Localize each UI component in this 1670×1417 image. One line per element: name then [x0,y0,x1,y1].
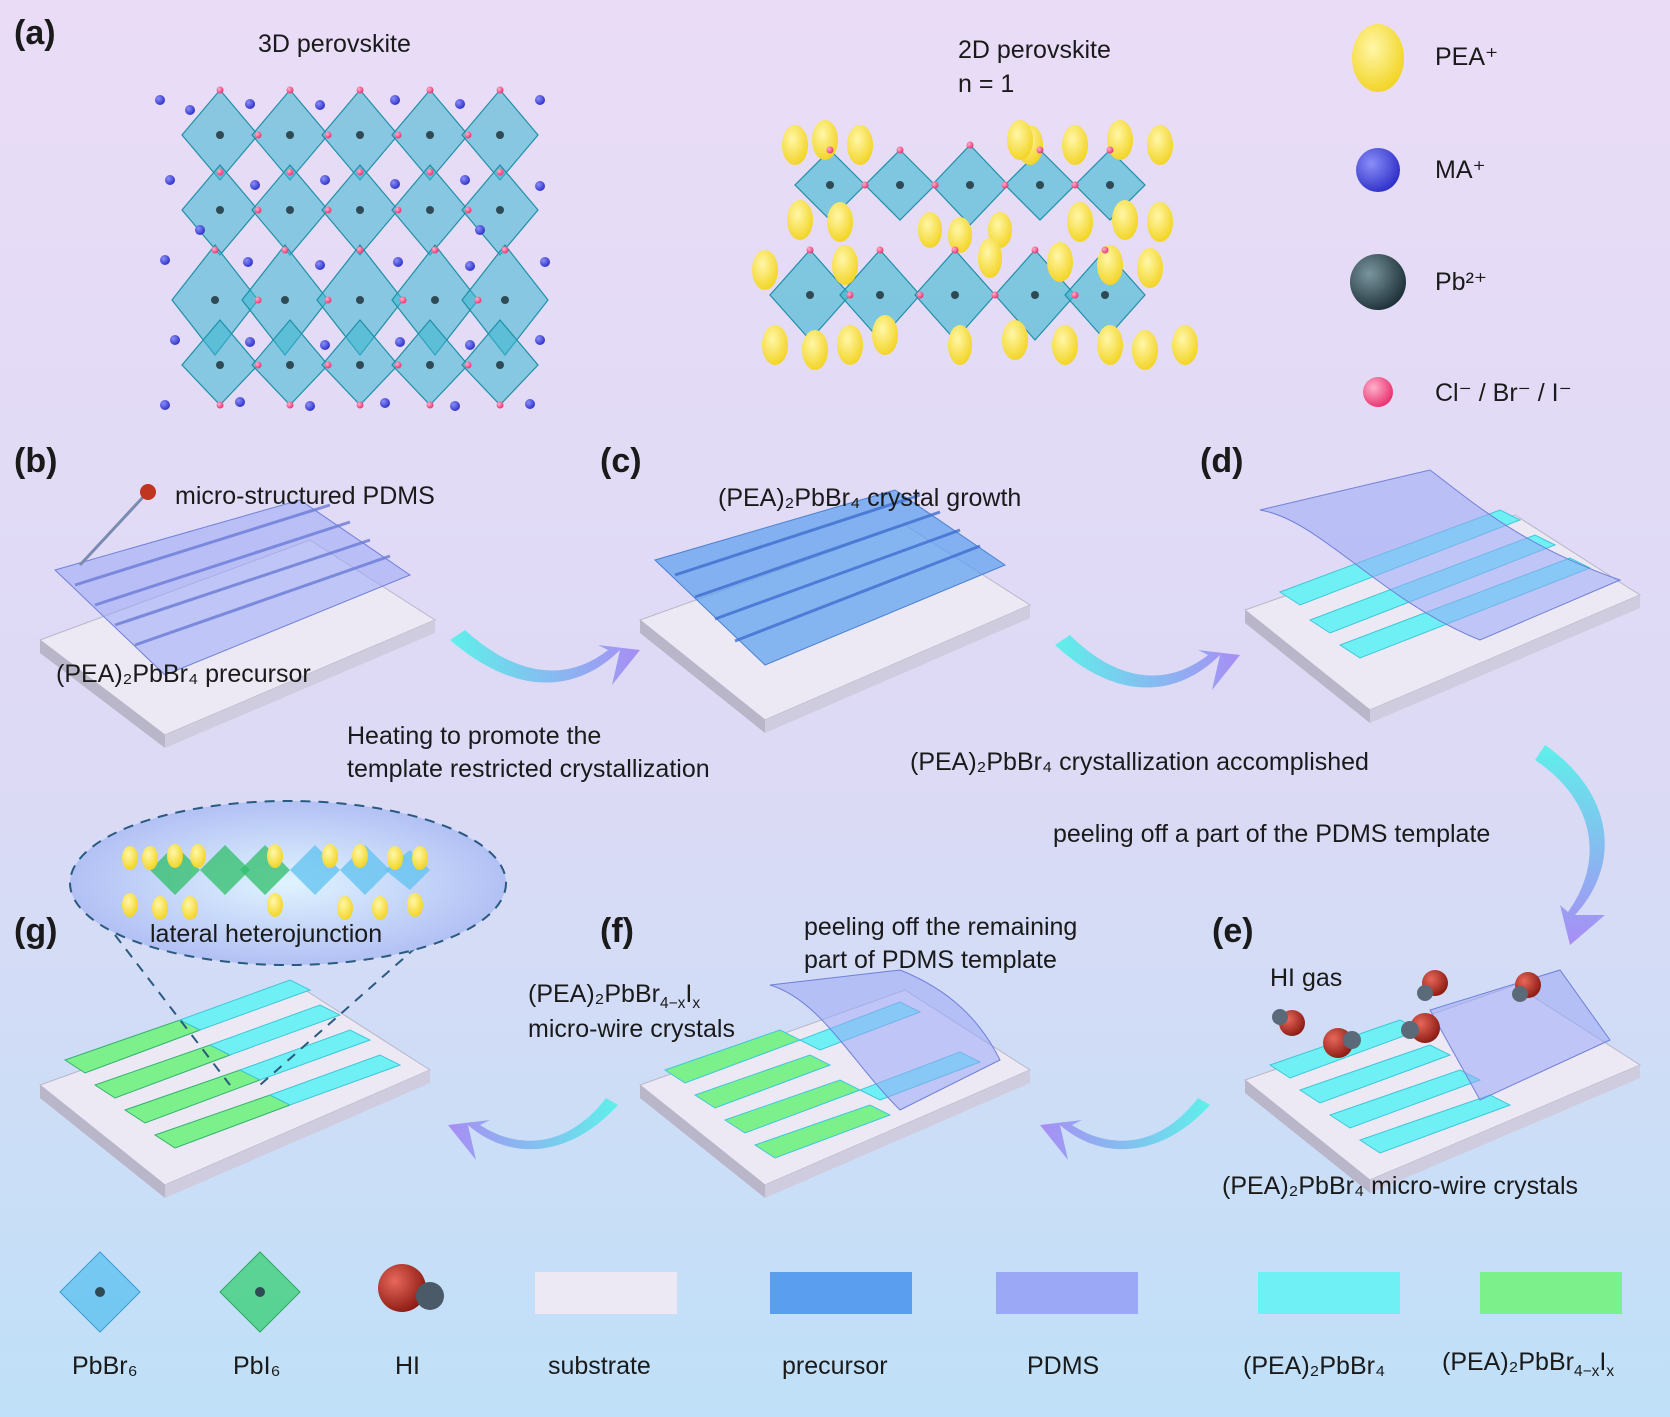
pbbr6-octahedron-icon [59,1251,141,1333]
hi-molecule-icon [378,1264,444,1312]
caption-micro-wire-crystals: (PEA)₂PbBr₄ micro-wire crystals [1222,1172,1579,1200]
legend-label-pea2pbbr4: (PEA)₂PbBr₄ [1243,1352,1386,1380]
title-2d-perovskite: 2D perovskite [958,36,1111,64]
pdms-swatch [996,1272,1138,1314]
caption-hi-gas: HI gas [1270,964,1343,992]
legend-label-precursor: precursor [782,1352,888,1380]
heterojunction-inset [69,800,507,966]
3d-perovskite-structure [155,86,550,411]
legend-label-pea2pbbr4xix: (PEA)₂PbBr4−xIx [1442,1348,1615,1380]
title-3d-perovskite: 3D perovskite [258,30,411,58]
legend-label-pbi6: PbI₆ [233,1352,281,1380]
caption-peel-remaining-line1: peeling off the remaining [804,913,1078,941]
caption-peel-part: peeling off a part of the PDMS template [1053,820,1491,848]
panel-label-e: (e) [1212,912,1254,950]
legend-label-pdms: PDMS [1027,1352,1100,1380]
caption-heating-line2: template restricted crystallization [347,755,710,783]
device-b [38,484,437,748]
caption-heating-line1: Heating to promote the [347,722,602,750]
caption-lateral-heterojunction: lateral heterojunction [150,920,383,948]
ion-legend-ma: MA⁺ [1435,156,1486,184]
pbi6-octahedron-icon [219,1251,301,1333]
ion-legend-pea: PEA⁺ [1435,43,1499,71]
caption-mixed-halide-line1: (PEA)₂PbBr4−xIx [528,980,701,1012]
pb-sphere-icon [1350,254,1406,310]
panel-label-c: (c) [600,442,642,480]
hi-molecules [1272,970,1541,1058]
device-f [638,969,1032,1198]
panel-label-a: (a) [14,14,56,52]
pea2pbbr4xix-swatch [1480,1272,1622,1314]
arrow-b-to-c [450,630,640,685]
arrow-c-to-d [1055,635,1240,690]
precursor-swatch [770,1272,912,1314]
pea2pbbr4-swatch [1258,1272,1400,1314]
legend-label-hi: HI [395,1352,420,1380]
arrow-d-to-e [1535,745,1605,945]
caption-mixed-halide-line2: micro-wire crystals [528,1015,735,1043]
panel-label-g: (g) [14,912,58,950]
device-d [1243,469,1642,723]
ion-legend-halide: Cl⁻ / Br⁻ / I⁻ [1435,379,1572,407]
arrow-f-to-g [448,1098,618,1160]
caption-micro-structured-pdms: micro-structured PDMS [175,482,435,510]
halide-sphere-icon [1363,377,1393,407]
title-2d-n: n = 1 [958,70,1015,98]
ion-legend-pb: Pb²⁺ [1435,268,1488,296]
pea-ellipsoid-icon [1352,24,1404,92]
caption-precursor: (PEA)₂PbBr₄ precursor [56,660,311,688]
legend-label-pbbr6: PbBr₆ [72,1352,138,1380]
ma-sphere-icon [1356,148,1400,192]
2d-perovskite-structure [752,120,1198,370]
legend-label-substrate: substrate [548,1352,651,1380]
substrate-swatch [535,1272,677,1314]
device-e [1243,969,1642,1193]
caption-crystal-growth: (PEA)₂PbBr₄ crystal growth [718,484,1022,512]
device-c [638,489,1032,733]
panel-label-b: (b) [14,442,58,480]
caption-crystallization-accomplished: (PEA)₂PbBr₄ crystallization accomplished [910,748,1369,776]
device-g [38,934,432,1198]
panel-label-f: (f) [600,912,634,950]
caption-peel-remaining-line2: part of PDMS template [804,946,1057,974]
arrow-e-to-f [1040,1098,1210,1160]
panel-label-d: (d) [1200,442,1244,480]
